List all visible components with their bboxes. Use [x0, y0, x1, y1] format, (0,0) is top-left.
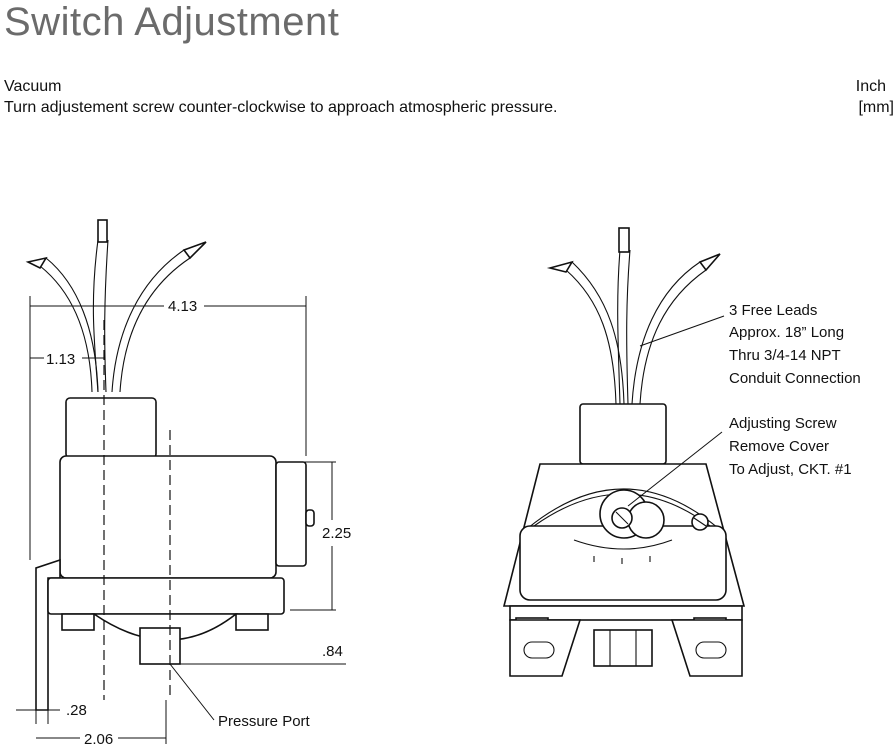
unit-secondary: [mm]: [858, 99, 894, 116]
center-wire-tip: [618, 227, 630, 253]
right-foot: [670, 619, 743, 677]
leads-line3: Thru 3/4-14 NPT: [729, 347, 841, 364]
cover-outline: [527, 488, 719, 529]
left-wire-tip: [546, 260, 574, 273]
screw-leader: [627, 431, 723, 507]
dim-width: 4.13: [168, 298, 197, 315]
base-plate: [509, 605, 743, 621]
dim-base: .28: [66, 702, 87, 719]
page-title: Switch Adjustment: [4, 0, 340, 44]
instruction-text: Turn adjustement screw counter-clockwise…: [4, 99, 558, 116]
conduit-block: [579, 403, 667, 465]
dim-center: 2.06: [84, 731, 113, 748]
screw-line2: Remove Cover: [729, 438, 829, 455]
conduit-block: [65, 397, 157, 459]
pressure-port: [139, 627, 181, 665]
switch-housing: [59, 455, 277, 579]
dim-height: 2.25: [322, 525, 351, 542]
screw-line1: Adjusting Screw: [729, 415, 837, 432]
left-wire-tip: [25, 256, 48, 270]
center-wire-tip: [97, 219, 108, 243]
dim-offset: 1.13: [46, 351, 75, 368]
base-nut-left: [61, 613, 95, 631]
right-wire-tip: [698, 253, 721, 272]
front-view: 3 Free Leads Approx. 18” Long Thru 3/4-1…: [502, 227, 861, 677]
side-view: 4.13 1.13 2.25 .84 .28 2.06 Pressure Por…: [16, 219, 351, 748]
leads-line1: 3 Free Leads: [729, 302, 817, 319]
base-plate: [47, 577, 285, 615]
screw-line3: To Adjust, CKT. #1: [729, 461, 852, 478]
dim-port: .84: [322, 643, 343, 660]
right-wire-tip: [182, 241, 207, 260]
mode-label: Vacuum: [4, 78, 62, 95]
pressure-port: [593, 629, 653, 667]
leads-line2: Approx. 18” Long: [729, 324, 844, 341]
adjusting-wheel: [627, 501, 665, 539]
unit-primary: Inch: [855, 78, 886, 95]
leads-leader: [639, 315, 725, 347]
left-foot: [509, 619, 582, 677]
side-cover: [275, 461, 307, 567]
leads-line4: Conduit Connection: [729, 370, 861, 387]
side-knob: [305, 509, 315, 527]
base-nut-right: [235, 613, 269, 631]
label-pressure-port: Pressure Port: [218, 713, 311, 730]
